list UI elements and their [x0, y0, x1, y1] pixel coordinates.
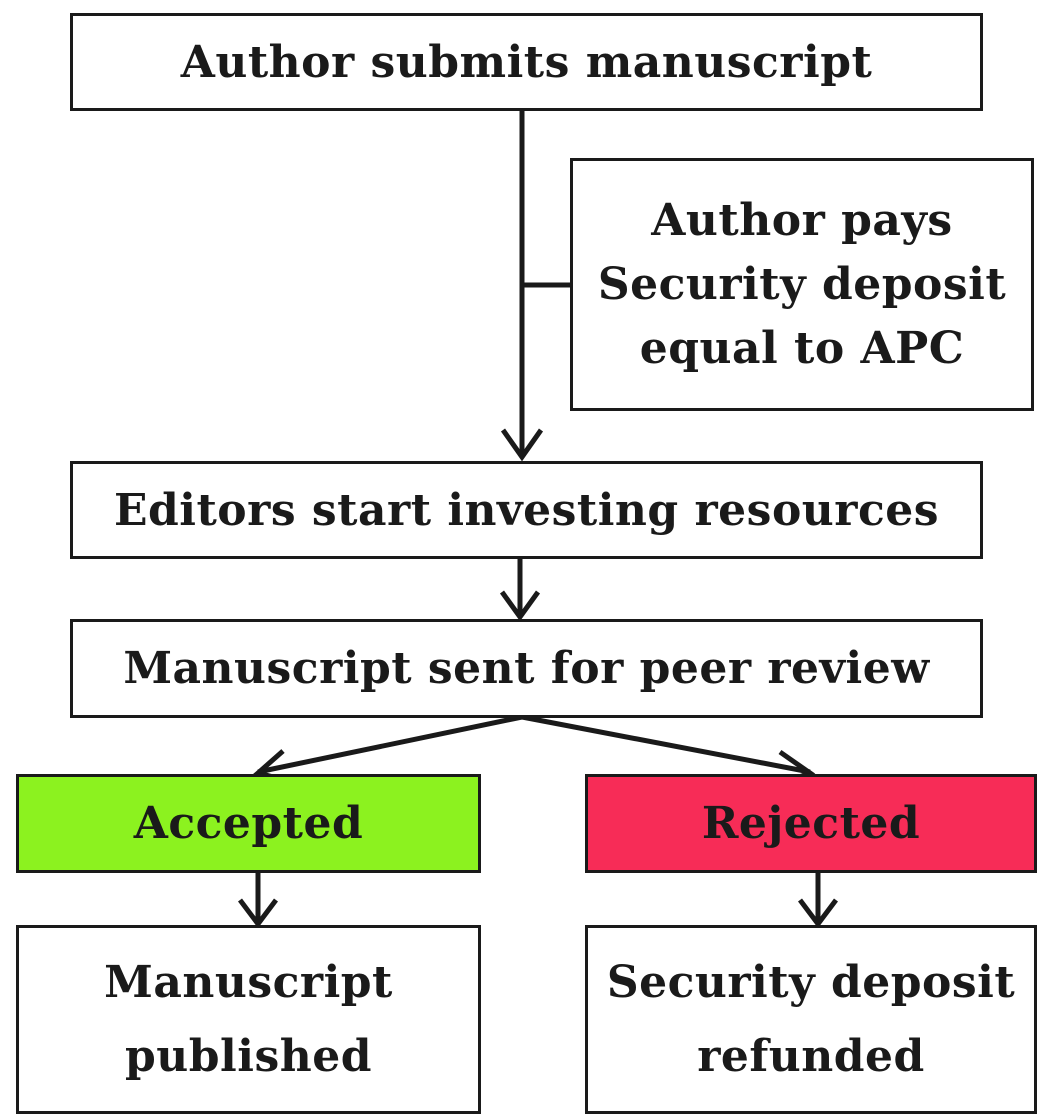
arrowhead-published	[238, 898, 278, 929]
node-editors-investing: Editors start investing resources	[70, 461, 983, 559]
node-deposit-refunded: Security deposit refunded	[585, 925, 1037, 1114]
node-peer-review: Manuscript sent for peer review	[70, 619, 983, 718]
node-author-submits: Author submits manuscript	[70, 13, 983, 111]
node-rejected-label: Rejected	[701, 798, 921, 849]
edge-review-to-rejected	[521, 714, 811, 775]
node-peer-review-label: Manuscript sent for peer review	[123, 643, 930, 694]
node-accepted: Accepted	[16, 774, 481, 873]
arrowhead-review	[499, 590, 541, 622]
node-editors-investing-label: Editors start investing resources	[113, 484, 940, 536]
node-security-deposit: Author pays Security deposit equal to AP…	[570, 158, 1034, 411]
node-manuscript-published-line-2: published	[125, 1030, 372, 1082]
node-deposit-refunded-line-2: refunded	[697, 1030, 925, 1082]
node-security-deposit-line-2: Security deposit	[597, 258, 1007, 310]
node-manuscript-published-line-1: Manuscript	[104, 956, 393, 1008]
edge-review-to-accepted	[257, 714, 523, 775]
arrowhead-editors	[500, 428, 544, 462]
node-security-deposit-line-3: equal to APC	[639, 322, 965, 374]
node-manuscript-published: Manuscript published	[16, 925, 481, 1114]
node-accepted-label: Accepted	[133, 798, 364, 849]
node-author-submits-label: Author submits manuscript	[180, 36, 873, 88]
node-deposit-refunded-line-1: Security deposit	[606, 956, 1016, 1008]
arrowhead-refunded	[798, 898, 838, 929]
node-security-deposit-line-1: Author pays	[651, 194, 953, 246]
node-rejected: Rejected	[585, 774, 1037, 873]
